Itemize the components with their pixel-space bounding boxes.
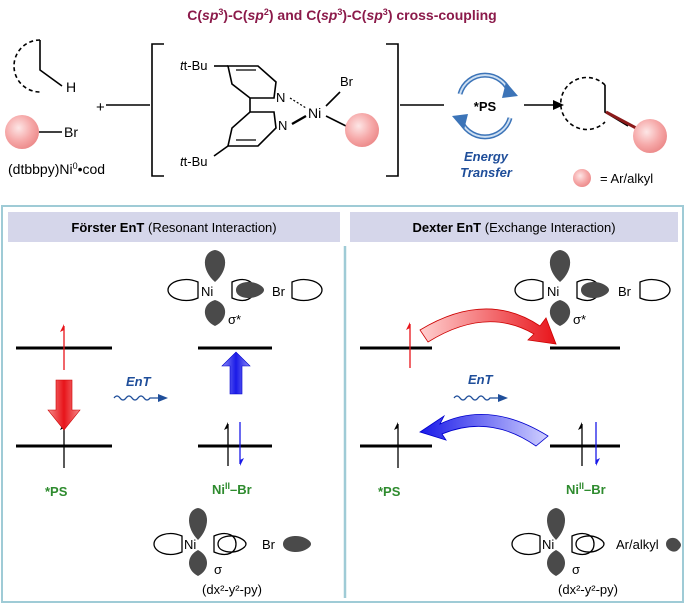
forster-ni-br-label: NiII–Br — [212, 481, 252, 497]
legend-text: = Ar/alkyl — [600, 171, 653, 186]
dexter-ent-label: EnT — [468, 372, 494, 387]
coupled-product — [560, 76, 667, 153]
dexter-ps-label: *PS — [378, 484, 401, 499]
hydrogen-label: H — [66, 79, 76, 95]
photosensitizer-label: *PS — [474, 99, 497, 114]
dexter-ar-orbital-bottom-label: Ar/alkyl — [616, 537, 659, 552]
forster-sigma-star-label: σ* — [228, 312, 241, 327]
complex-nickel-label: Ni — [308, 105, 321, 121]
dexter-ni-orbital-label: Ni — [547, 284, 559, 299]
forster-ent-label: EnT — [126, 374, 152, 389]
aryl-bromide: Br — [5, 115, 78, 149]
nickel-complex: tt-Bu N N tt-Bu Ni Br — [180, 58, 379, 169]
forster-sigma-orbital: Ni Br σ — [153, 508, 311, 577]
catalyst-label: (dtbbpy)Ni0•cod — [8, 161, 105, 177]
right-bracket — [386, 43, 399, 177]
dexter-blue-exchange-arrow — [419, 414, 549, 447]
dexter-sigma-star-label: σ* — [573, 312, 586, 327]
alkane-substrate: H — [13, 39, 76, 95]
forster-blue-up-arrow — [221, 351, 251, 395]
plus-sign: + — [96, 99, 105, 116]
forster-ps-label: *PS — [45, 484, 68, 499]
energy-transfer-label-1: Energy — [464, 149, 509, 164]
nitrogen-top-label: N — [276, 90, 285, 105]
dexter-red-exchange-arrow — [419, 308, 557, 345]
forster-ni-orbital-label: Ni — [201, 284, 213, 299]
dexter-ni-br-label: NiII–Br — [566, 481, 606, 497]
dexter-header: Dexter EnT (Exchange Interaction) — [412, 220, 615, 235]
dexter-sigma-star-orbital: Ni Br σ* — [514, 250, 671, 327]
forster-red-down-arrow — [47, 379, 81, 431]
dexter-sigma-label: σ — [572, 562, 580, 577]
forster-header: Förster EnT (Resonant Interaction) — [71, 220, 276, 235]
bromide-label: Br — [64, 124, 78, 140]
forster-br-orbital-label: Br — [272, 284, 286, 299]
forster-sigma-star-orbital: Ni Br σ* — [167, 250, 323, 327]
dexter-ent-arrow — [453, 395, 500, 401]
forster-sigma-label: σ — [214, 562, 222, 577]
left-bracket — [151, 43, 164, 177]
scheme-title: C(sp3)-C(sp2) and C(sp3)-C(sp3) cross-co… — [187, 7, 496, 23]
complex-bromide-label: Br — [340, 74, 354, 89]
dexter-header-bg — [350, 212, 678, 242]
photosensitizer-cycle: *PS — [452, 72, 518, 140]
forster-ent-arrow — [113, 395, 160, 401]
tbu-bottom-label: tt-Bu — [180, 154, 207, 169]
dexter-br-orbital-label: Br — [618, 284, 632, 299]
mechanism-panel — [1, 205, 684, 603]
forster-br-orbital-bottom-label: Br — [262, 537, 276, 552]
nitrogen-bottom-label: N — [278, 118, 287, 133]
dexter-ni-orbital-bottom-label: Ni — [542, 537, 554, 552]
dexter-orbital-caption: (dx²-y²-py) — [558, 582, 618, 597]
tbu-top-label: tt-Bu — [180, 58, 207, 73]
forster-header-bg — [8, 212, 340, 242]
forster-ni-orbital-bottom-label: Ni — [184, 537, 196, 552]
energy-transfer-label-2: Transfer — [460, 165, 513, 180]
dexter-sigma-orbital: Ni Ar/alkyl σ — [511, 508, 681, 577]
forster-orbital-caption: (dx²-y²-py) — [202, 582, 262, 597]
substituent-legend: = Ar/alkyl — [573, 169, 653, 187]
